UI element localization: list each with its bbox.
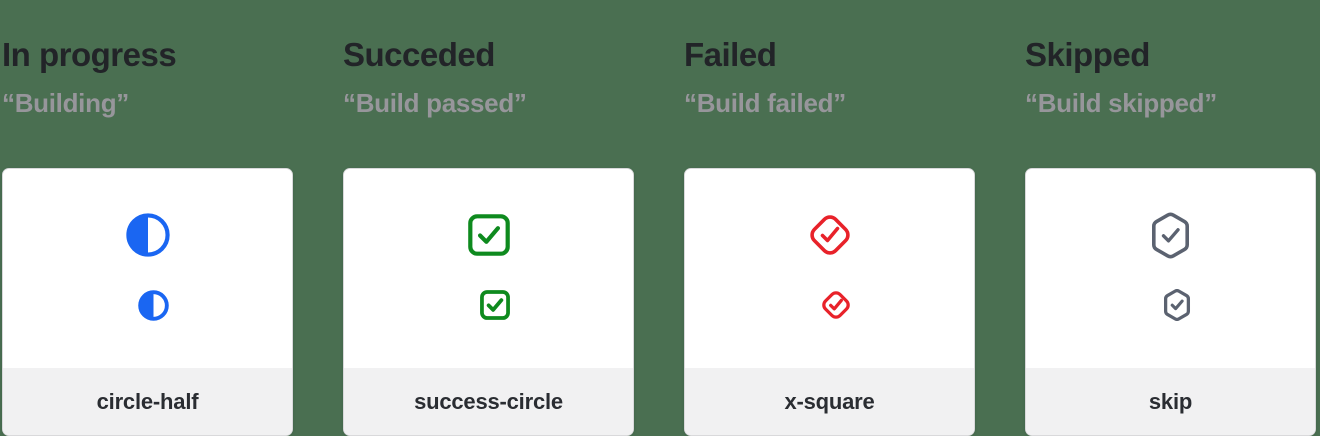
icon-name-label: x-square xyxy=(784,388,875,414)
column-title: Failed xyxy=(684,36,777,73)
check-hexagon-icon-small xyxy=(1159,287,1195,323)
column-subtitle: “Build passed” xyxy=(343,88,527,118)
column-subtitle: “Build skipped” xyxy=(1025,88,1217,118)
icon-card-body xyxy=(3,169,292,368)
icon-card-body xyxy=(1026,169,1315,368)
column-title: In progress xyxy=(2,36,177,73)
circle-half-icon-small xyxy=(136,287,172,323)
icon-card-footer: success-circle xyxy=(344,368,633,435)
column-subtitle: “Building” xyxy=(2,88,129,118)
column-skipped: Skipped “Build skipped” skip xyxy=(1025,0,1316,436)
column-in-progress: In progress “Building” circle- xyxy=(2,0,293,436)
check-diamond-icon-small xyxy=(818,287,854,323)
check-hexagon-icon-large xyxy=(1147,211,1195,259)
check-diamond-icon-large xyxy=(806,211,854,259)
column-title: Succeded xyxy=(343,36,495,73)
column-succeded: Succeded “Build passed” succes xyxy=(343,0,634,436)
icon-card: success-circle xyxy=(343,168,634,436)
check-square-icon-small xyxy=(477,287,513,323)
icon-card-body xyxy=(344,169,633,368)
column-failed: Failed “Build failed” x-square xyxy=(684,0,975,436)
icon-card: x-square xyxy=(684,168,975,436)
icon-name-label: circle-half xyxy=(96,388,199,414)
icon-name-label: skip xyxy=(1148,388,1193,414)
icon-card: skip xyxy=(1025,168,1316,436)
column-title: Skipped xyxy=(1025,36,1150,73)
circle-half-icon-large xyxy=(124,211,172,259)
icon-card-body xyxy=(685,169,974,368)
column-subtitle: “Build failed” xyxy=(684,88,846,118)
icon-card-footer: circle-half xyxy=(3,368,292,435)
icon-card: circle-half xyxy=(2,168,293,436)
check-square-icon-large xyxy=(465,211,513,259)
icon-name-label: success-circle xyxy=(414,388,563,414)
icon-card-footer: skip xyxy=(1026,368,1315,435)
icon-card-footer: x-square xyxy=(685,368,974,435)
